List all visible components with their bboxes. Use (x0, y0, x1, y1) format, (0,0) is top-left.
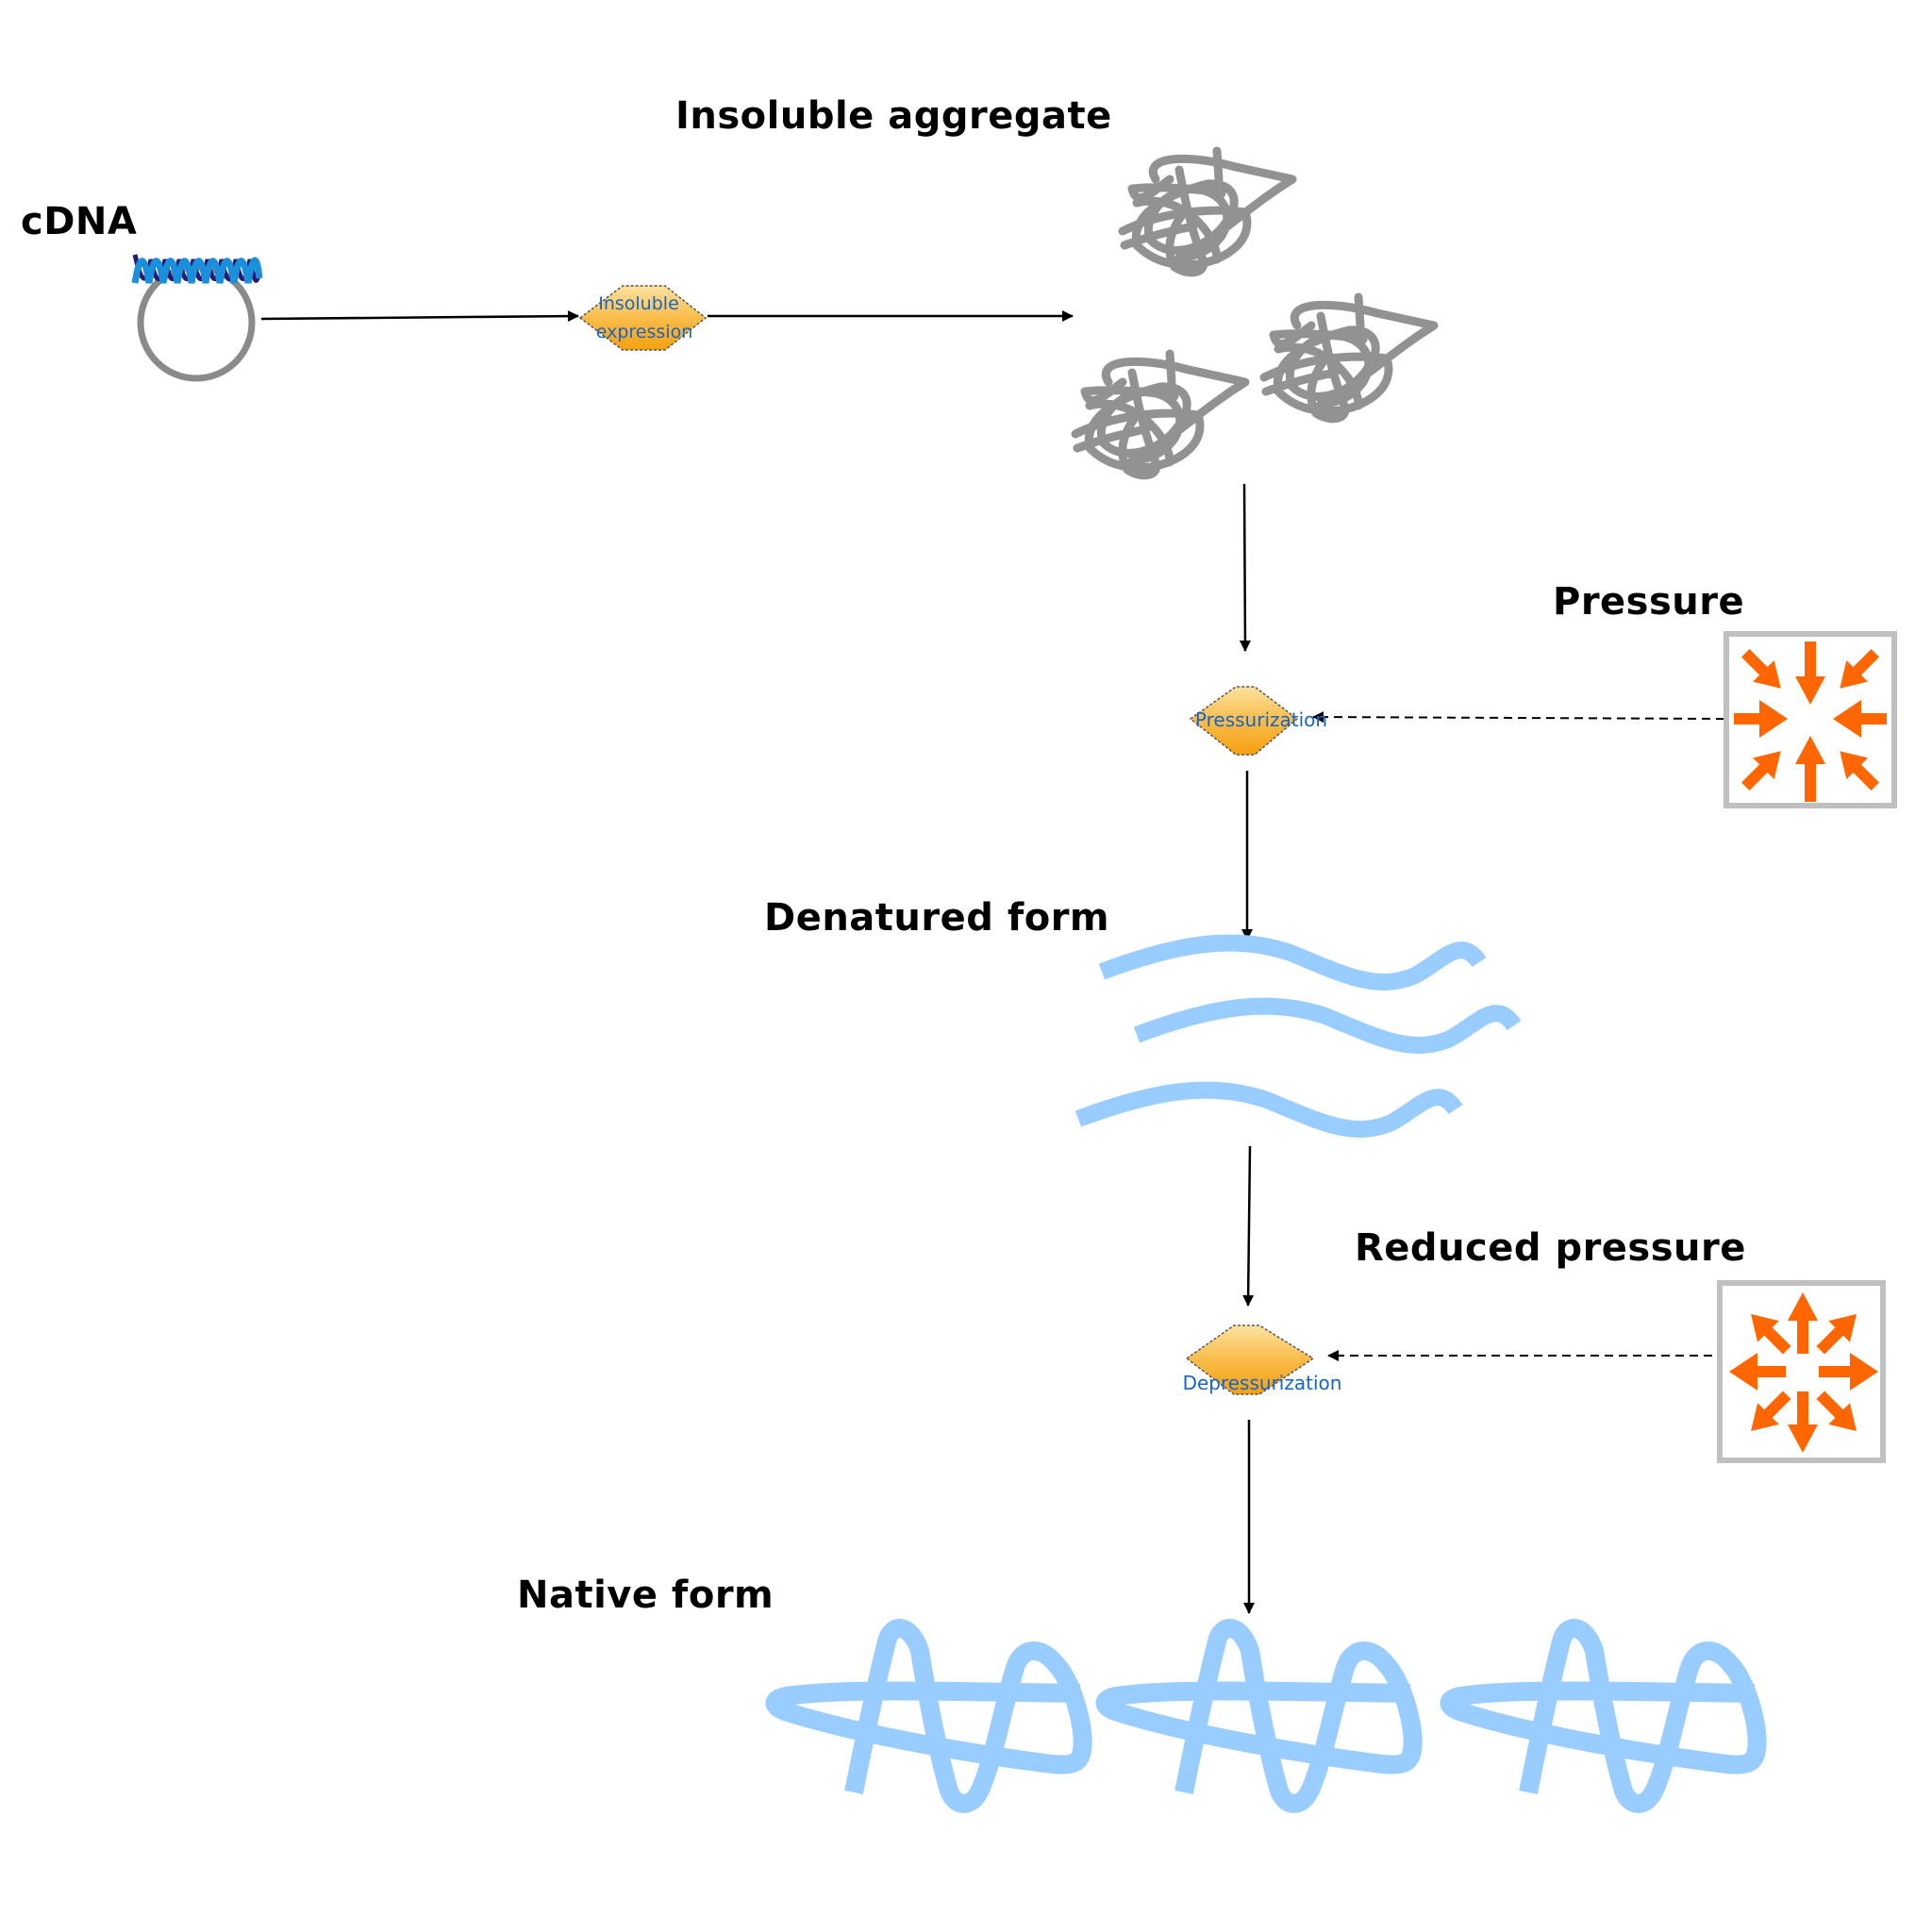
unfolded-protein-icon-3 (1078, 1091, 1456, 1129)
insoluble-expression-text: Insoluble expression (596, 290, 693, 346)
process-pressurization[interactable] (1189, 686, 1299, 756)
insoluble-expression-line2: expression (595, 322, 693, 342)
folded-protein-icon-2 (1105, 1628, 1412, 1804)
cdna-label: cDNA (21, 200, 138, 243)
aggregate-icon-3 (1264, 297, 1434, 419)
native-form-label: Native form (517, 1574, 774, 1617)
arrow-cdna-to-expression (260, 310, 579, 323)
plasmid-icon (131, 254, 263, 382)
pressure-outward-arrows-icon (1717, 1280, 1886, 1463)
unfolded-protein-icon-1 (1102, 943, 1479, 982)
aggregate-icon-1 (1123, 151, 1292, 273)
denatured-form-label: Denatured form (764, 896, 1110, 940)
pressurization-text: Pressurization (1194, 708, 1328, 731)
insoluble-aggregate-label: Insoluble aggregate (675, 94, 1112, 138)
folded-protein-icon-3 (1449, 1628, 1757, 1804)
unfolded-protein-icon-2 (1137, 1007, 1514, 1045)
reduced-pressure-label: Reduced pressure (1355, 1226, 1746, 1270)
arrow-aggregate-to-pressurization (1239, 483, 1251, 652)
pressure-label: Pressure (1553, 580, 1745, 624)
arrow-denatured-to-depressurization (1242, 1145, 1255, 1307)
process-insoluble-expression[interactable] (578, 285, 708, 351)
folded-protein-icon-1 (774, 1628, 1082, 1804)
dna-helix-icon (131, 254, 263, 284)
insoluble-expression-line1: Insoluble (598, 293, 679, 314)
depressurization-text: Depressurization (1182, 1372, 1342, 1394)
aggregate-icon-2 (1075, 354, 1245, 475)
process-depressurization[interactable] (1185, 1324, 1315, 1395)
pressure-inward-arrows-icon (1724, 631, 1897, 808)
arrow-pressure-to-pressurization (1312, 711, 1725, 724)
